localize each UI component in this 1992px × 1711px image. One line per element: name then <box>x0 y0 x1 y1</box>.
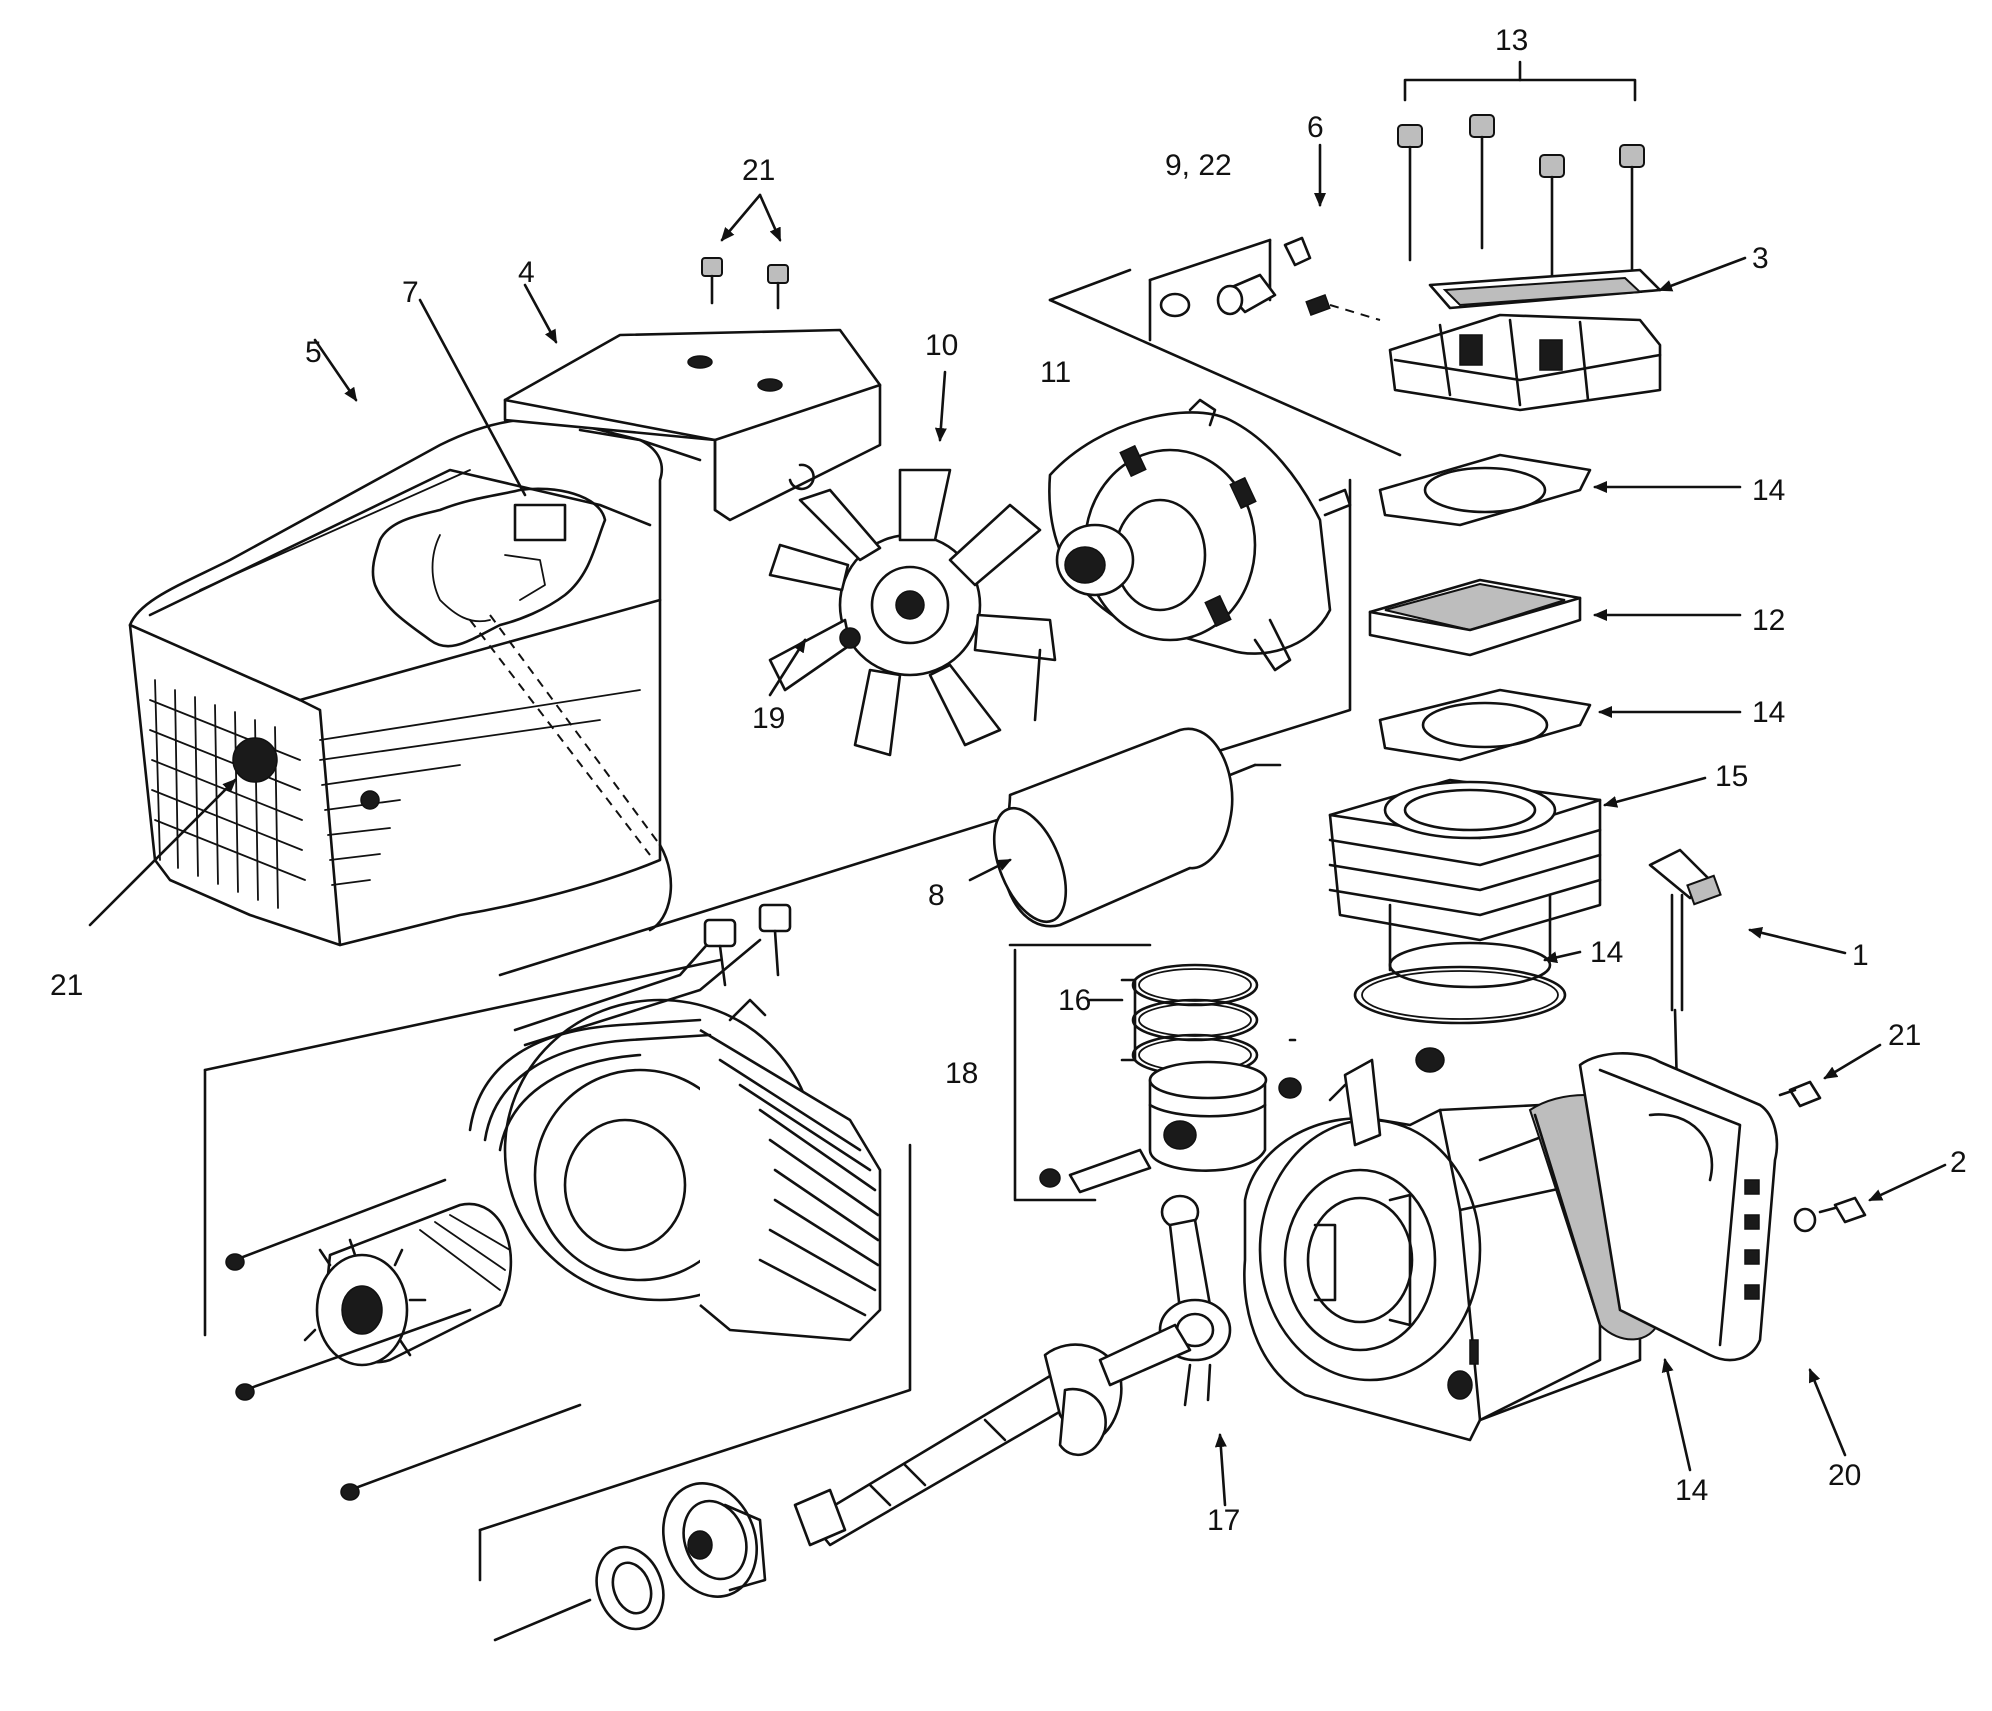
gasket-upper <box>1378 453 1592 527</box>
label-7: 7 <box>402 276 419 309</box>
shaft-seal <box>595 1545 665 1631</box>
o-ring-gasket <box>1353 965 1567 1025</box>
label-1: 1 <box>1852 939 1869 972</box>
rear-cover <box>1578 1052 1779 1362</box>
crankcase <box>1243 1047 1642 1442</box>
label-21-top: 21 <box>742 154 775 187</box>
head-bolt <box>1469 114 1495 250</box>
label-13: 13 <box>1495 24 1528 57</box>
label-19: 19 <box>752 702 785 735</box>
bearing <box>661 1482 767 1598</box>
head-bolts <box>1388 60 1662 412</box>
label-12: 12 <box>1752 604 1785 637</box>
motor-stator <box>203 903 912 1582</box>
label-14-middle: 14 <box>1752 696 1785 729</box>
leader-lines <box>88 143 1947 1507</box>
top-screw <box>767 264 789 310</box>
top-screw <box>701 257 723 305</box>
motor-rotor <box>303 1202 513 1367</box>
gasket-middle <box>1378 688 1592 762</box>
through-bolt <box>235 1308 472 1401</box>
crankshaft <box>793 1323 1192 1547</box>
label-15: 15 <box>1715 760 1748 793</box>
label-21-shroud: 21 <box>50 969 83 1002</box>
label-21-right: 21 <box>1888 1019 1921 1052</box>
piston-group <box>1013 948 1302 1202</box>
cover <box>503 328 882 522</box>
fan <box>768 468 1057 757</box>
label-14-rear: 14 <box>1675 1474 1708 1507</box>
label-16: 16 <box>1058 984 1091 1017</box>
cover-bolt-with-washer <box>1793 1196 1867 1233</box>
head-bolt <box>1619 144 1645 292</box>
label-17: 17 <box>1207 1504 1240 1537</box>
label-8: 8 <box>928 879 945 912</box>
switch-cutaway <box>371 487 607 648</box>
cover-screw <box>1778 1080 1822 1108</box>
part-labels: 1 2 3 4 5 6 7 8 9, 22 10 11 12 13 14 14 … <box>50 24 1967 1537</box>
label-9-22: 9, 22 <box>1165 149 1232 182</box>
through-bolt <box>340 1403 582 1501</box>
connecting-rod <box>1158 1194 1232 1407</box>
valve-plate <box>1368 578 1582 657</box>
label-14-upper: 14 <box>1752 474 1785 507</box>
capacitor <box>992 727 1282 947</box>
label-14-oring: 14 <box>1590 936 1623 969</box>
end-bell <box>1048 398 1352 672</box>
label-2: 2 <box>1950 1146 1967 1179</box>
label-10: 10 <box>925 329 958 362</box>
label-5: 5 <box>305 336 322 369</box>
label-11: 11 <box>1040 356 1071 389</box>
head-bolt <box>1397 124 1423 262</box>
label-3: 3 <box>1752 242 1769 275</box>
label-6: 6 <box>1307 111 1324 144</box>
dipstick <box>1648 848 1722 1092</box>
through-bolt <box>225 1178 447 1271</box>
cylinder <box>1328 778 1602 989</box>
label-18: 18 <box>945 1057 978 1090</box>
label-20: 20 <box>1828 1459 1861 1492</box>
unloader-fittings <box>1048 236 1402 457</box>
shroud-grille <box>149 679 641 909</box>
shroud <box>128 417 673 947</box>
head-bolt <box>1539 154 1565 297</box>
label-4: 4 <box>518 256 535 289</box>
